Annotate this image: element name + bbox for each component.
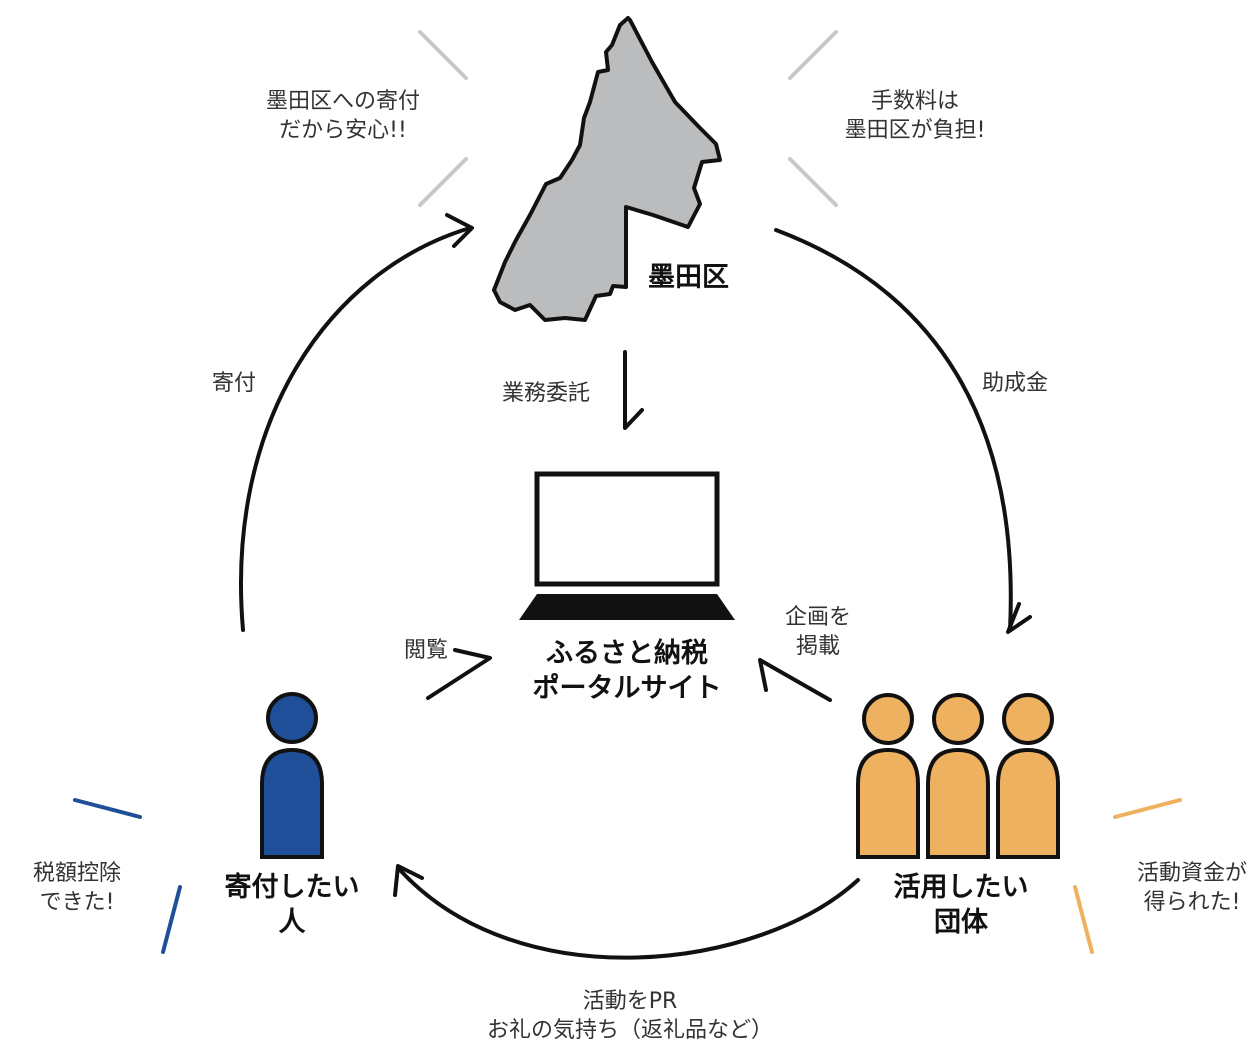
pr-label-line1: 活動をPR	[582, 989, 678, 1014]
laptop-screen	[534, 471, 720, 587]
browse-label: 閲覧	[404, 638, 449, 663]
sumida-label: 墨田区	[648, 262, 729, 293]
orgs-accent-lines	[1073, 798, 1182, 954]
outsourcing-label: 業務委託	[502, 381, 591, 406]
donation-arrow	[239, 226, 472, 632]
orgs-icon	[856, 693, 1060, 859]
funds-callout-line2: 得られた!	[1143, 889, 1241, 915]
cycle-arrows	[239, 213, 1032, 960]
fee-callout-line1: 手数料は	[870, 89, 959, 114]
sumida-map-icon	[492, 16, 722, 322]
safe-callout-line1: 墨田区への寄付	[265, 89, 420, 114]
sumida-accent-lines	[418, 30, 838, 207]
laptop-base	[519, 594, 735, 620]
tax-callout: 税額控除 できた!	[12, 860, 142, 917]
portal-label: ふるさと納税 ポータルサイト	[510, 636, 744, 706]
browse-arrow	[426, 648, 492, 700]
pr-arrowhead	[393, 864, 424, 897]
portal-label-line2: ポータルサイト	[532, 673, 722, 705]
donor-icon	[260, 692, 324, 859]
tax-callout-line2: できた!	[39, 889, 115, 915]
safe-callout: 墨田区への寄付 だから安心!!	[238, 88, 448, 145]
donor-accent-lines	[73, 798, 182, 954]
subsidy-arrowhead	[1006, 602, 1032, 634]
donor-label-line1: 寄付したい	[224, 872, 360, 903]
subsidy-label: 助成金	[982, 371, 1049, 396]
orgs-label-line1: 活用したい	[893, 872, 1029, 903]
donor-label-line2: 人	[278, 907, 306, 939]
pr-label-line2: お礼の気持ち（返礼品など）	[486, 1017, 773, 1043]
funds-callout: 活動資金が 得られた!	[1124, 860, 1260, 917]
pr-label: 活動をPR お礼の気持ち（返礼品など）	[440, 988, 820, 1045]
fee-callout-line2: 墨田区が負担!	[844, 117, 986, 143]
funds-callout-line1: 活動資金が	[1136, 861, 1247, 886]
subsidy-arrow	[774, 228, 1013, 632]
post-arrow	[758, 658, 832, 702]
orgs-label-line2: 団体	[934, 907, 988, 939]
safe-callout-line2: だから安心!!	[279, 117, 407, 143]
orgs-label: 活用したい 団体	[866, 870, 1056, 940]
outsourcing-arrow	[623, 350, 644, 430]
post-label-line1: 企画を	[784, 605, 851, 630]
post-label-line2: 掲載	[795, 633, 840, 659]
fee-callout: 手数料は 墨田区が負担!	[820, 88, 1010, 145]
post-label: 企画を 掲載	[770, 604, 866, 661]
donation-label: 寄付	[212, 371, 257, 396]
pr-arrow	[398, 868, 860, 960]
donation-arrowhead	[445, 213, 474, 248]
tax-callout-line1: 税額控除	[32, 861, 121, 886]
donor-label: 寄付したい 人	[197, 870, 387, 940]
portal-label-line1: ふるさと納税	[546, 638, 708, 669]
